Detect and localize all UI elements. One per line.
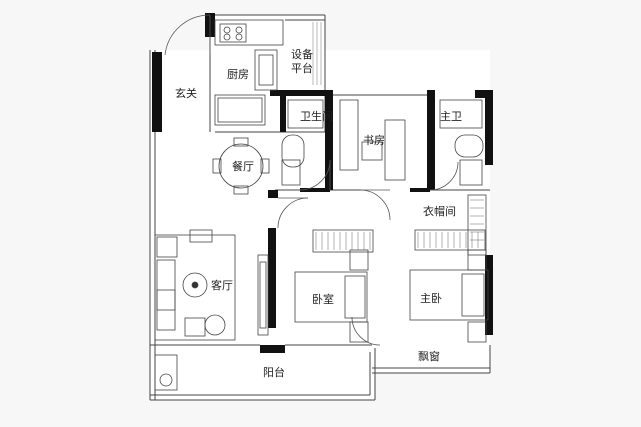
master-bedroom-furniture <box>409 194 489 343</box>
label-study: 书房 <box>363 134 385 147</box>
label-kitchen: 厨房 <box>227 68 249 81</box>
label-equipment-platform: 设备平台 <box>291 48 313 75</box>
label-balcony: 阳台 <box>263 366 285 379</box>
bedroom-furniture <box>294 229 374 343</box>
label-master-bath: 主卫 <box>440 110 462 123</box>
label-bedroom: 卧室 <box>312 293 334 306</box>
label-master-bedroom: 主卧 <box>420 292 442 305</box>
kitchen-counter <box>214 19 284 126</box>
balcony-fixtures <box>154 354 178 391</box>
study-desk <box>339 99 406 181</box>
label-bay-window: 飘窗 <box>418 350 440 363</box>
label-living-room: 客厅 <box>211 279 233 292</box>
bathroom-fixtures <box>281 99 484 186</box>
bedroom-wardrobe-hatch <box>315 232 371 250</box>
label-cloakroom: 衣帽间 <box>423 205 456 218</box>
equipment-hatch <box>312 22 322 85</box>
living-furniture <box>154 229 269 341</box>
label-entrance: 玄关 <box>175 87 197 100</box>
master-wardrobe-hatch <box>417 199 484 248</box>
label-dining: 餐厅 <box>232 160 254 173</box>
door-swings <box>164 14 459 346</box>
label-bathroom: 卫生间 <box>300 110 333 123</box>
dining-set <box>212 137 270 195</box>
